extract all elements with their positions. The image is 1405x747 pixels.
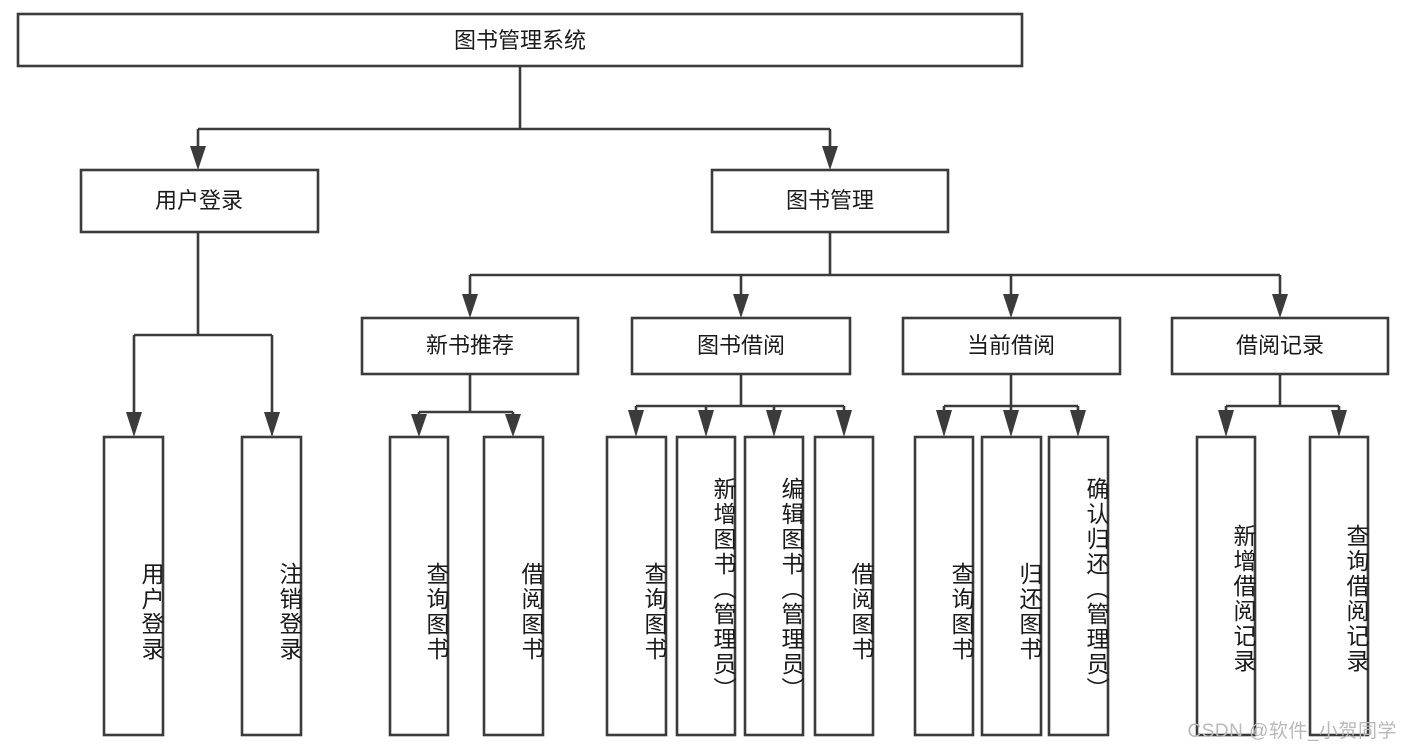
connectors-borrowrecord-to-leaves — [1218, 374, 1347, 437]
arrow-head-icon — [126, 412, 142, 437]
arrow-head-icon — [1331, 410, 1347, 437]
node-borrow-record[interactable]: 借阅记录 — [1170, 316, 1390, 376]
node-label-current-borrow: 当前借阅 — [967, 333, 1055, 358]
node-box-current-borrow[interactable] — [901, 316, 1122, 376]
node-box-borrow-record[interactable] — [1170, 316, 1390, 376]
node-box-book-borrow[interactable] — [630, 316, 852, 376]
arrow-head-icon — [628, 410, 644, 437]
arrow-head-icon — [936, 410, 952, 437]
arrow-head-icon — [462, 294, 478, 318]
node-box-leaf[interactable] — [980, 435, 1043, 737]
arrow-head-icon — [836, 410, 852, 437]
node-box-leaf[interactable] — [913, 435, 975, 737]
arrow-head-icon — [190, 146, 206, 170]
arrow-head-icon — [1218, 410, 1234, 437]
connectors-newbookrec-to-leaves — [411, 374, 521, 437]
node-box-leaf[interactable] — [1195, 435, 1257, 737]
node-box-leaf[interactable] — [1047, 435, 1110, 737]
node-label-borrow-record: 借阅记录 — [1236, 333, 1324, 358]
node-new-book-recommend[interactable]: 新书推荐 — [360, 316, 580, 376]
connectors-bookborrow-to-leaves — [628, 374, 852, 437]
node-box-leaf[interactable] — [102, 435, 165, 737]
node-box-leaf[interactable] — [388, 435, 450, 737]
node-root[interactable]: 图书管理系统 — [16, 12, 1024, 68]
node-user-login[interactable]: 用户登录 — [79, 168, 320, 234]
arrow-head-icon — [505, 414, 521, 437]
connectors-userlogin-to-leaves — [126, 232, 280, 437]
arrow-head-icon — [264, 412, 280, 437]
node-box-leaf[interactable] — [240, 435, 303, 737]
node-box-leaf[interactable] — [482, 435, 545, 737]
arrow-head-icon — [822, 146, 838, 170]
node-box-leaf[interactable] — [813, 435, 875, 737]
node-box-leaf[interactable] — [675, 435, 737, 737]
arrow-head-icon — [1003, 294, 1019, 318]
node-box-leaf[interactable] — [1308, 435, 1370, 737]
arrow-head-icon — [1003, 410, 1019, 437]
connectors-currentborrow-to-leaves — [936, 374, 1086, 437]
arrow-head-icon — [1272, 294, 1288, 318]
watermark-text: CSDN @软件_小贺同学 — [1187, 721, 1397, 742]
node-label-book-borrow: 图书借阅 — [697, 333, 785, 358]
node-label-new-book-recommend: 新书推荐 — [426, 333, 514, 358]
connectors-root-to-level2 — [190, 66, 838, 170]
node-box-user-login[interactable] — [79, 168, 320, 234]
node-label-user-login: 用户登录 — [155, 188, 243, 213]
node-box-root[interactable] — [16, 12, 1024, 68]
node-label-book-management: 图书管理 — [786, 188, 874, 213]
node-box-leaf[interactable] — [743, 435, 805, 737]
node-box-new-book-recommend[interactable] — [360, 316, 580, 376]
arrow-head-icon — [411, 414, 427, 437]
node-book-borrow[interactable]: 图书借阅 — [630, 316, 852, 376]
arrow-head-icon — [766, 410, 782, 437]
node-box-book-management[interactable] — [710, 168, 950, 234]
connectors-bookmgmt-to-level3 — [462, 232, 1288, 318]
node-current-borrow[interactable]: 当前借阅 — [901, 316, 1122, 376]
arrow-head-icon — [733, 294, 749, 318]
node-book-management[interactable]: 图书管理 — [710, 168, 950, 234]
arrow-head-icon — [698, 410, 714, 437]
node-label-root: 图书管理系统 — [454, 28, 586, 53]
node-box-leaf[interactable] — [605, 435, 668, 737]
arrow-head-icon — [1070, 410, 1086, 437]
